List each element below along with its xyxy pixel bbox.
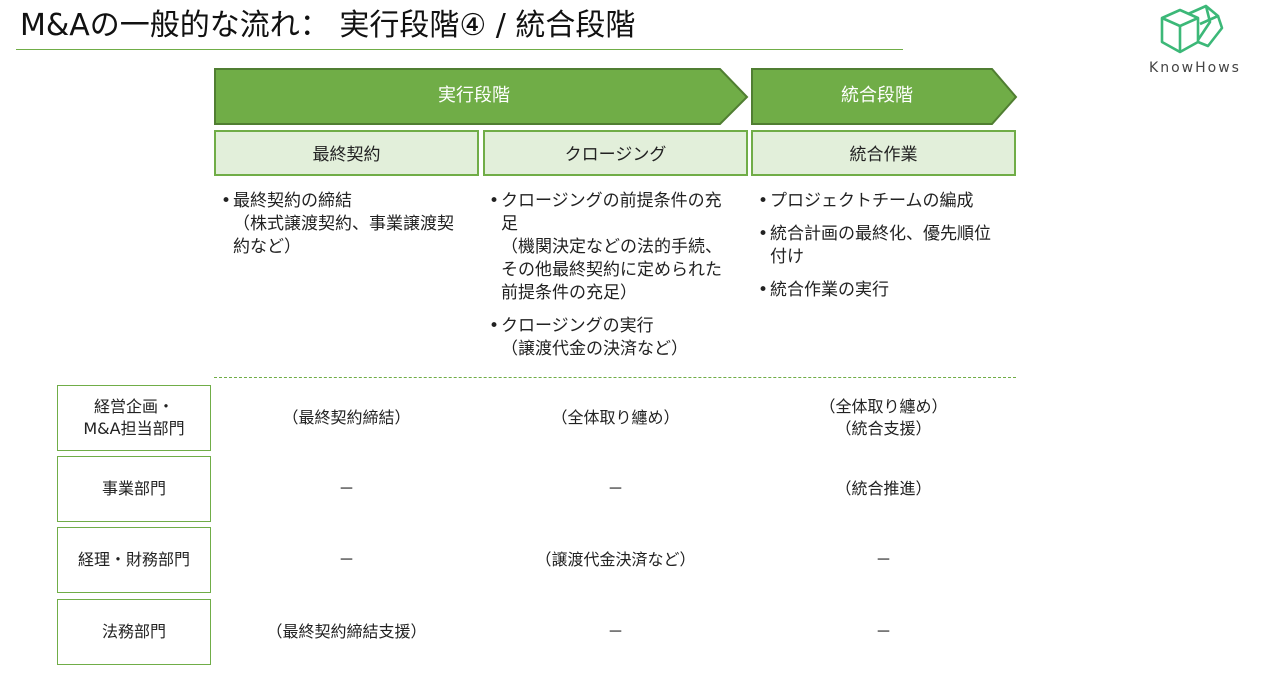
- phase-arrow-integration: 統合段階: [751, 68, 1019, 126]
- step-final-contract: 最終契約: [214, 130, 479, 176]
- table-cell: －: [875, 550, 892, 569]
- phase-label: 統合段階: [841, 85, 913, 106]
- bullet-list-closing: • クロージングの前提条件の充 足 （機関決定などの法的手続、 その他最終契約に…: [489, 190, 745, 371]
- dept-label-accounting-finance: 経理・財務部門: [57, 527, 211, 593]
- table-cell: －: [607, 479, 624, 498]
- table-cell: （最終契約締結支援）: [266, 622, 427, 641]
- bullet-text: クロージングの実行 （譲渡代金の決済など）: [501, 316, 688, 359]
- green-boxes-icon: [1160, 4, 1224, 54]
- list-item: • クロージングの前提条件の充 足 （機関決定などの法的手続、 その他最終契約に…: [489, 190, 745, 305]
- step-integration-work: 統合作業: [751, 130, 1016, 176]
- logo: KnowHows: [1140, 2, 1250, 80]
- bullet-text: 統合作業の実行: [770, 280, 889, 300]
- table-cell: －: [338, 479, 355, 498]
- table-cell: －: [607, 622, 624, 641]
- bullet-list-integration: • プロジェクトチームの編成 • 統合計画の最終化、優先順位 付け • 統合作業…: [758, 190, 1014, 312]
- list-item: • プロジェクトチームの編成: [758, 190, 1014, 213]
- bullet-mark: •: [758, 224, 769, 244]
- table-cell: （最終契約締結）: [282, 408, 411, 427]
- bullet-mark: •: [489, 191, 500, 211]
- list-item: • クロージングの実行 （譲渡代金の決済など）: [489, 315, 745, 361]
- bullet-text: クロージングの前提条件の充 足 （機関決定などの法的手続、 その他最終契約に定め…: [501, 191, 722, 303]
- step-closing: クロージング: [483, 130, 748, 176]
- dotted-divider: [214, 377, 1016, 378]
- page-title: M&Aの一般的な流れ： 実行段階④ / 統合段階: [20, 8, 636, 43]
- table-cell: （全体取り纏め） （統合支援）: [819, 397, 948, 438]
- bullet-mark: •: [221, 191, 232, 211]
- list-item: • 最終契約の締結 （株式譲渡契約、事業譲渡契 約など）: [221, 190, 473, 259]
- logo-text: KnowHows: [1149, 60, 1241, 76]
- table-cell: （譲渡代金決済など）: [535, 550, 696, 569]
- bullet-list-final-contract: • 最終契約の締結 （株式譲渡契約、事業譲渡契 約など）: [221, 190, 473, 269]
- bullet-text: プロジェクトチームの編成: [770, 191, 974, 211]
- table-cell: －: [338, 550, 355, 569]
- table-cell: （統合推進）: [835, 479, 932, 498]
- title-underline: [16, 49, 903, 50]
- dept-label-business: 事業部門: [57, 456, 211, 522]
- list-item: • 統合計画の最終化、優先順位 付け: [758, 223, 1014, 269]
- table-cell: （全体取り纏め）: [551, 408, 680, 427]
- bullet-mark: •: [758, 191, 769, 211]
- bullet-text: 統合計画の最終化、優先順位 付け: [770, 224, 991, 267]
- dept-label-legal: 法務部門: [57, 599, 211, 665]
- phase-arrow-execution: 実行段階: [214, 68, 750, 126]
- list-item: • 統合作業の実行: [758, 279, 1014, 302]
- bullet-text: 最終契約の締結 （株式譲渡契約、事業譲渡契 約など）: [233, 191, 454, 257]
- dept-label-corporate-planning: 経営企画・ M&A担当部門: [57, 385, 211, 451]
- bullet-mark: •: [489, 316, 500, 336]
- bullet-mark: •: [758, 280, 769, 300]
- phase-label: 実行段階: [438, 85, 510, 106]
- table-cell: －: [875, 622, 892, 641]
